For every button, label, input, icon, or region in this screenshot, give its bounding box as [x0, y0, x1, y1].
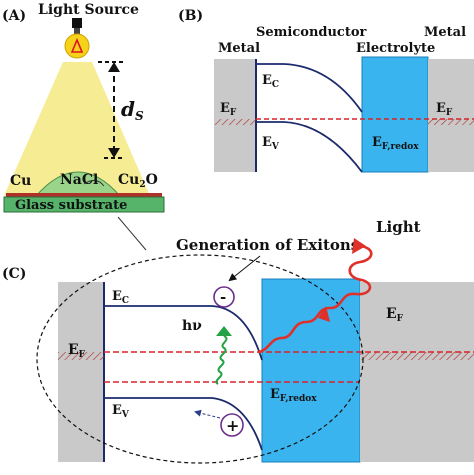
light-arrowhead-top	[352, 238, 366, 254]
generation-label: Generation of Exitons	[176, 236, 359, 254]
ef-right-label-c: EF	[386, 306, 404, 324]
metal-left-block-c	[58, 282, 104, 462]
plus-label: +	[226, 416, 239, 435]
zoom-leader-line	[117, 216, 147, 251]
conduction-band-c	[104, 305, 263, 361]
efredox-label-c: EF,redox	[270, 387, 317, 404]
metal-left-block	[214, 59, 256, 172]
minus-label: -	[220, 288, 226, 306]
metal-left-label: Metal	[218, 41, 260, 56]
cu2o-label: Cu2O	[118, 172, 158, 190]
electrolyte-label: Electrolyte	[356, 41, 435, 56]
hatch-left-c	[58, 352, 104, 360]
ef-left-label-c: EF	[68, 342, 86, 360]
bulb-socket	[72, 18, 82, 28]
bulb-filament-icon	[70, 37, 84, 53]
hatch-right-c	[360, 352, 474, 360]
efredox-label-b: EF,redox	[372, 135, 419, 152]
conduction-band-b	[256, 63, 363, 113]
cu2o-pointer	[83, 180, 105, 187]
panel-a-label: (A)	[2, 8, 26, 24]
ef-right-label-b: EF	[436, 101, 453, 118]
glass-substrate	[3, 196, 165, 213]
photon-wave-icon	[215, 335, 228, 385]
semiconductor-label: Semiconductor	[256, 25, 367, 40]
light-arrowhead-mid	[318, 306, 330, 322]
metal-right-label: Metal	[424, 25, 466, 40]
ef-left-label-b: EF	[220, 101, 237, 118]
generation-arrow	[228, 255, 261, 282]
nacl-label: NaCl	[60, 172, 98, 188]
electrolyte-block-c	[261, 278, 361, 463]
electrolyte-block	[361, 56, 429, 173]
metal-right-block	[428, 59, 474, 172]
light-beam	[4, 62, 150, 196]
photon-arrow-icon	[216, 326, 232, 336]
zoom-circle	[36, 254, 364, 464]
panel-b-label: (B)	[178, 8, 203, 24]
ev-label-b: EV	[262, 135, 280, 152]
hatch-right-b	[428, 119, 474, 125]
hole-drift-arrow	[194, 409, 221, 419]
distance-arrow-down	[108, 148, 120, 158]
light-bulb-icon	[64, 33, 90, 59]
ec-label-c: EC	[112, 289, 129, 306]
panel-c-label: (C)	[2, 266, 26, 282]
cu-film	[6, 193, 162, 197]
substrate-label: Glass substrate	[15, 198, 127, 213]
bulb-neck	[74, 28, 80, 35]
valence-band-b	[256, 121, 363, 173]
panel-a: (A) Light Source dS Cu NaCl Cu2O Glass s…	[2, 2, 165, 213]
electron-icon	[213, 286, 235, 308]
metal-right-block-c	[360, 282, 474, 462]
light-label: Light	[376, 218, 421, 236]
hatch-left-b	[214, 119, 256, 125]
panel-b: (B) Semiconductor Metal Metal Electrolyt…	[178, 8, 474, 173]
valence-band-c	[104, 397, 263, 451]
distance-arrow-up	[108, 62, 120, 72]
light-source-label: Light Source	[38, 2, 139, 18]
ev-label-c: EV	[112, 403, 130, 420]
hv-label: hν	[182, 318, 202, 334]
hole-icon	[220, 413, 244, 437]
cu-label: Cu	[10, 173, 31, 189]
ec-label-b: EC	[262, 73, 279, 90]
distance-label: dS	[121, 97, 144, 123]
light-wave	[257, 244, 373, 354]
panel-c: (C) Generation of Exitons Light - + hν	[2, 216, 474, 464]
